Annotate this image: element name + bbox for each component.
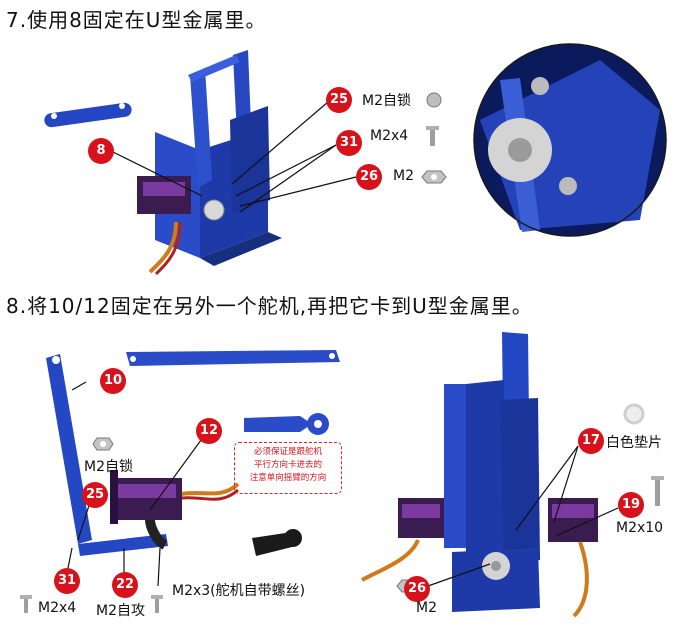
step8-title: 8.将10/12固定在另外一个舵机,再把它卡到U型金属里。	[6, 294, 533, 318]
note-line-2: 平行方向卡进去的	[253, 460, 322, 470]
label-m2: M2	[393, 168, 414, 184]
label-m2x3: M2x3(舵机自带螺丝)	[172, 583, 306, 599]
callout-17: 17	[578, 428, 604, 454]
note-line-3: 注意单向摇臂的方向	[249, 473, 327, 483]
label-m2-step8: M2	[416, 600, 437, 616]
servo-motor-2	[110, 470, 240, 550]
callout-10: 10	[100, 368, 126, 394]
hardware-icons-step8-left	[20, 437, 163, 613]
metal-bar-part-long	[126, 350, 340, 366]
callout-19: 19	[618, 492, 644, 518]
servo-horn	[252, 529, 302, 556]
callout-26-step8: 26	[404, 576, 430, 602]
metal-bar-part	[44, 102, 132, 128]
label-white-washer: 白色垫片	[606, 435, 662, 451]
callout-31-step8: 31	[54, 568, 80, 594]
metal-link-10	[46, 354, 168, 556]
callout-12: 12	[196, 418, 222, 444]
callout-leaders-step8-right	[427, 445, 619, 587]
label-m2x4-step8: M2x4	[38, 600, 77, 616]
label-m2-self-lock-step8: M2自锁	[84, 459, 133, 475]
warning-note: 必须保证是跟舵机 平行方向卡进去的 注意单向摇臂的方向	[234, 442, 342, 494]
servo-motor	[137, 176, 225, 276]
u-bracket-assembled	[444, 332, 540, 612]
label-m2-self-lock: M2自锁	[362, 93, 411, 109]
label-m2x4: M2x4	[370, 128, 409, 144]
detail-zoom-circle	[473, 43, 667, 237]
hardware-icons-step7	[421, 92, 447, 184]
label-m2x10: M2x10	[616, 520, 664, 536]
callout-31: 31	[336, 130, 362, 156]
callout-25-step8: 25	[82, 482, 108, 508]
callout-22: 22	[112, 572, 138, 598]
callout-8: 8	[88, 138, 114, 164]
step7-title: 7.使用8固定在U型金属里。	[6, 8, 267, 32]
servo-motor-3	[361, 498, 598, 618]
callout-leaders-step7	[112, 101, 357, 213]
callout-25: 25	[326, 87, 352, 113]
callout-26: 26	[356, 164, 382, 190]
label-m2-self-tap: M2自攻	[96, 603, 145, 619]
metal-bar-part-small	[244, 413, 329, 435]
note-line-1: 必须保证是跟舵机	[253, 447, 322, 457]
